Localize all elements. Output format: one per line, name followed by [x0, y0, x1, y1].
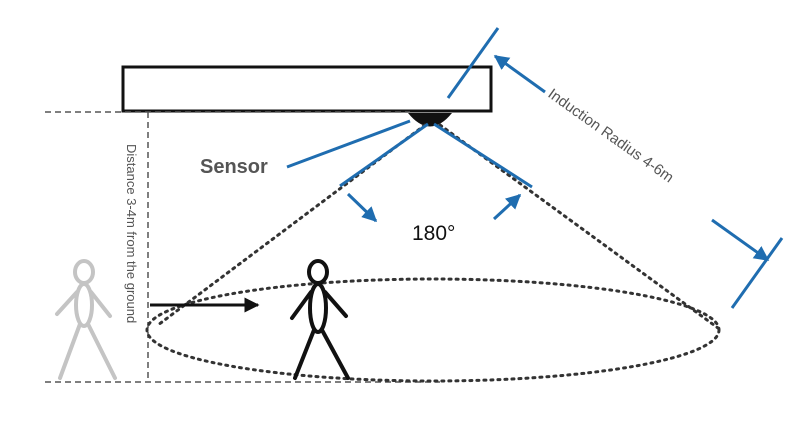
sensor-pointer-line: [286, 119, 411, 169]
angle-label: 180°: [412, 222, 455, 245]
radius-arrow-top: [493, 54, 546, 94]
ghost-person-icon: [55, 259, 117, 380]
detection-area-ellipse: [145, 277, 721, 383]
radius-tick-top: [446, 27, 500, 99]
sensor-label: Sensor: [200, 156, 268, 178]
radius-tick-bottom: [730, 237, 784, 309]
angle-line-right: [433, 122, 533, 189]
angle-arrow-left: [346, 192, 378, 223]
walking-person-icon: [290, 259, 350, 380]
angle-line-left: [339, 122, 429, 188]
sensor-dome: [408, 113, 452, 127]
ceiling-board: [121, 65, 493, 113]
distance-label: Distance 3-4m from the ground: [124, 144, 139, 323]
radius-arrow-bottom: [711, 218, 770, 262]
radius-label: Induction Radius 4-6m: [545, 85, 677, 186]
angle-arrow-right: [492, 193, 522, 221]
